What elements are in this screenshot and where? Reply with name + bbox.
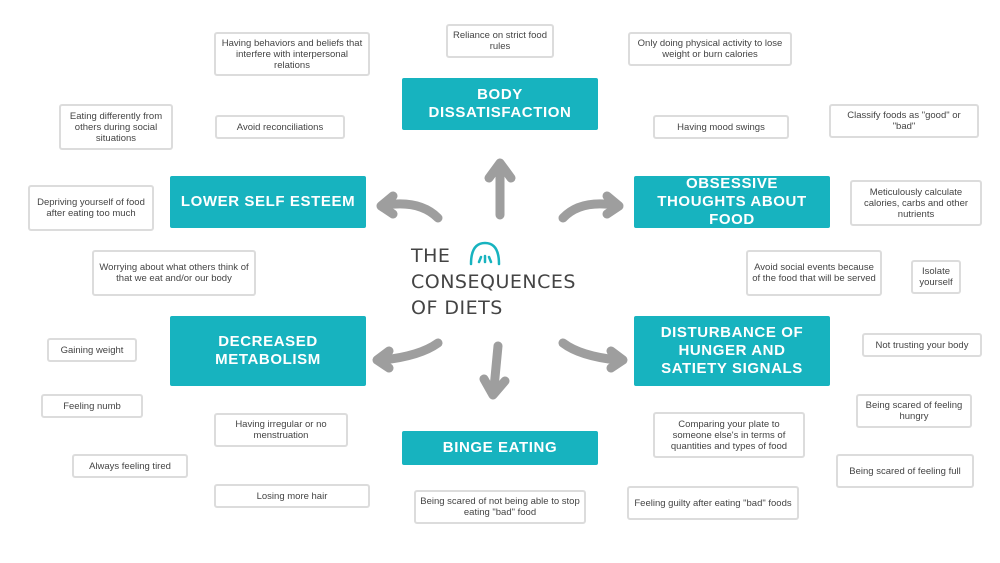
note-always-tired: Always feeling tired xyxy=(72,454,188,478)
note-irregular-menstruation: Having irregular or no menstruation xyxy=(214,413,348,447)
note-interpersonal: Having behaviors and beliefs that interf… xyxy=(214,32,370,76)
hub-hunger-satiety: DISTURBANCE OF HUNGER AND SATIETY SIGNAL… xyxy=(634,316,830,386)
hub-body-dissatisfaction: BODY DISSATISFACTION xyxy=(402,78,598,130)
arrow-down-left xyxy=(372,338,443,373)
note-worrying: Worrying about what others think of that… xyxy=(92,250,256,296)
note-not-trusting: Not trusting your body xyxy=(862,333,982,357)
note-isolate: Isolate yourself xyxy=(911,260,961,294)
diagram-title: THE CONSEQUENCES OF DIETS xyxy=(411,243,576,321)
note-feeling-guilty: Feeling guilty after eating "bad" foods xyxy=(627,486,799,520)
arrow-up xyxy=(484,158,516,220)
arrow-down xyxy=(479,341,510,400)
hub-decreased-metabolism: DECREASED METABOLISM xyxy=(170,316,366,386)
note-avoid-reconciliations: Avoid reconciliations xyxy=(215,115,345,139)
arrow-up-left xyxy=(376,191,443,223)
note-stop-eating: Being scared of not being able to stop e… xyxy=(414,490,586,524)
note-depriving: Depriving yourself of food after eating … xyxy=(28,185,154,231)
note-losing-hair: Losing more hair xyxy=(214,484,370,508)
note-scared-hungry: Being scared of feeling hungry xyxy=(856,394,972,428)
note-mood-swings: Having mood swings xyxy=(653,115,789,139)
arrow-up-right xyxy=(558,191,624,223)
note-physical-activity: Only doing physical activity to lose wei… xyxy=(628,32,792,66)
note-feeling-numb: Feeling numb xyxy=(41,394,143,418)
note-avoid-social: Avoid social events because of the food … xyxy=(746,250,882,296)
note-classify-foods: Classify foods as "good" or "bad" xyxy=(829,104,979,138)
note-strict-rules: Reliance on strict food rules xyxy=(446,24,554,58)
hub-lower-self-esteem: LOWER SELF ESTEEM xyxy=(170,176,366,228)
logo-arch-icon xyxy=(469,241,501,266)
note-scared-full: Being scared of feeling full xyxy=(836,454,974,488)
note-calculate: Meticulously calculate calories, carbs a… xyxy=(850,180,982,226)
note-eating-differently: Eating differently from others during so… xyxy=(59,104,173,150)
title-line-2: CONSEQUENCES xyxy=(411,271,576,293)
note-comparing-plate: Comparing your plate to someone else's i… xyxy=(653,412,805,458)
hub-obsessive-thoughts: OBSESSIVE THOUGHTS ABOUT FOOD xyxy=(634,175,830,228)
title-line-1: THE xyxy=(411,245,451,267)
arrow-down-right xyxy=(558,338,628,373)
hub-binge-eating: BINGE EATING xyxy=(402,431,598,465)
title-line-3: OF DIETS xyxy=(411,297,503,319)
note-gaining-weight: Gaining weight xyxy=(47,338,137,362)
